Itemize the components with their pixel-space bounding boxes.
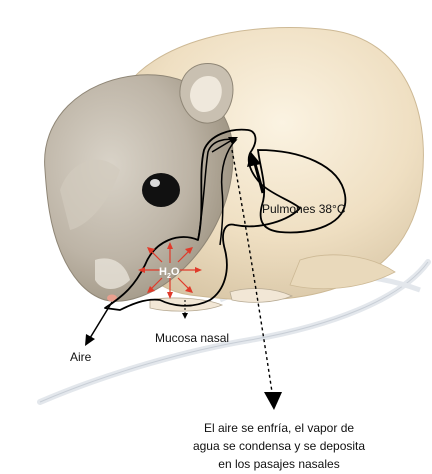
caption: El aire se enfría, el vapor de agua se c… bbox=[193, 421, 365, 471]
down-arrow-icon bbox=[264, 392, 282, 410]
rodent-ear bbox=[180, 64, 233, 124]
rodent-eye bbox=[142, 173, 180, 207]
mucosa-label: Mucosa nasal bbox=[155, 331, 229, 345]
air-out-arrow-icon bbox=[85, 302, 112, 346]
lungs-label: Pulmones 38°C bbox=[262, 202, 346, 216]
caption-line-3: en los pasajes nasales bbox=[218, 457, 339, 471]
caption-line-2: agua se condensa y se deposita bbox=[193, 439, 365, 453]
caption-line-1: El aire se enfría, el vapor de bbox=[204, 421, 354, 435]
air-label: Aire bbox=[70, 350, 92, 364]
